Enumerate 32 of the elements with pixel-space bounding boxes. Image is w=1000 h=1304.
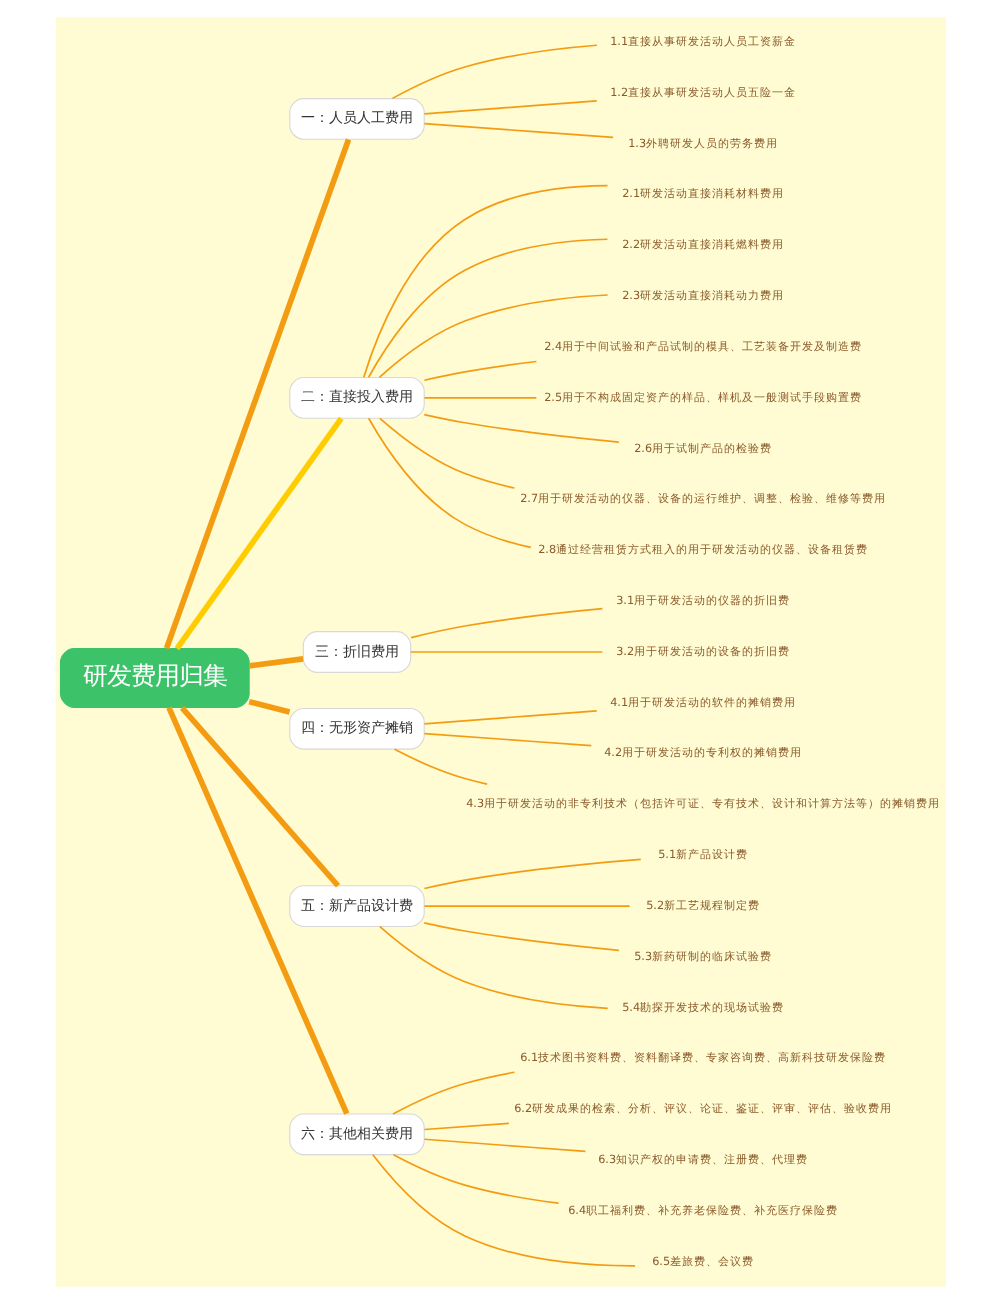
connector: [378, 925, 608, 1010]
connector: [391, 1153, 559, 1204]
connector: [165, 706, 349, 1115]
connector: [422, 1122, 509, 1131]
connector: [178, 705, 340, 888]
connector: [422, 905, 630, 907]
connector: [422, 732, 592, 747]
connector: [378, 417, 515, 489]
connector: [422, 100, 597, 115]
connector: [173, 416, 343, 651]
connector: [391, 1071, 515, 1115]
connector: [390, 44, 597, 100]
connector: [422, 413, 619, 443]
connector: [422, 1138, 586, 1153]
connector: [366, 417, 531, 549]
connector: [422, 122, 613, 139]
connector: [162, 138, 351, 650]
connector: [370, 1153, 635, 1267]
connector: [247, 656, 303, 669]
connector: [422, 360, 537, 382]
connector: [409, 607, 603, 639]
connector: [422, 921, 619, 952]
connector: [408, 651, 603, 653]
node-box: 研发费用归集: [58, 648, 249, 708]
connector: [422, 709, 597, 725]
connector: [422, 397, 537, 399]
connector: [422, 858, 641, 890]
connector: [361, 184, 608, 379]
connector: [366, 238, 608, 379]
connector: [377, 294, 608, 379]
connector: [247, 698, 290, 715]
connector: [392, 748, 487, 785]
